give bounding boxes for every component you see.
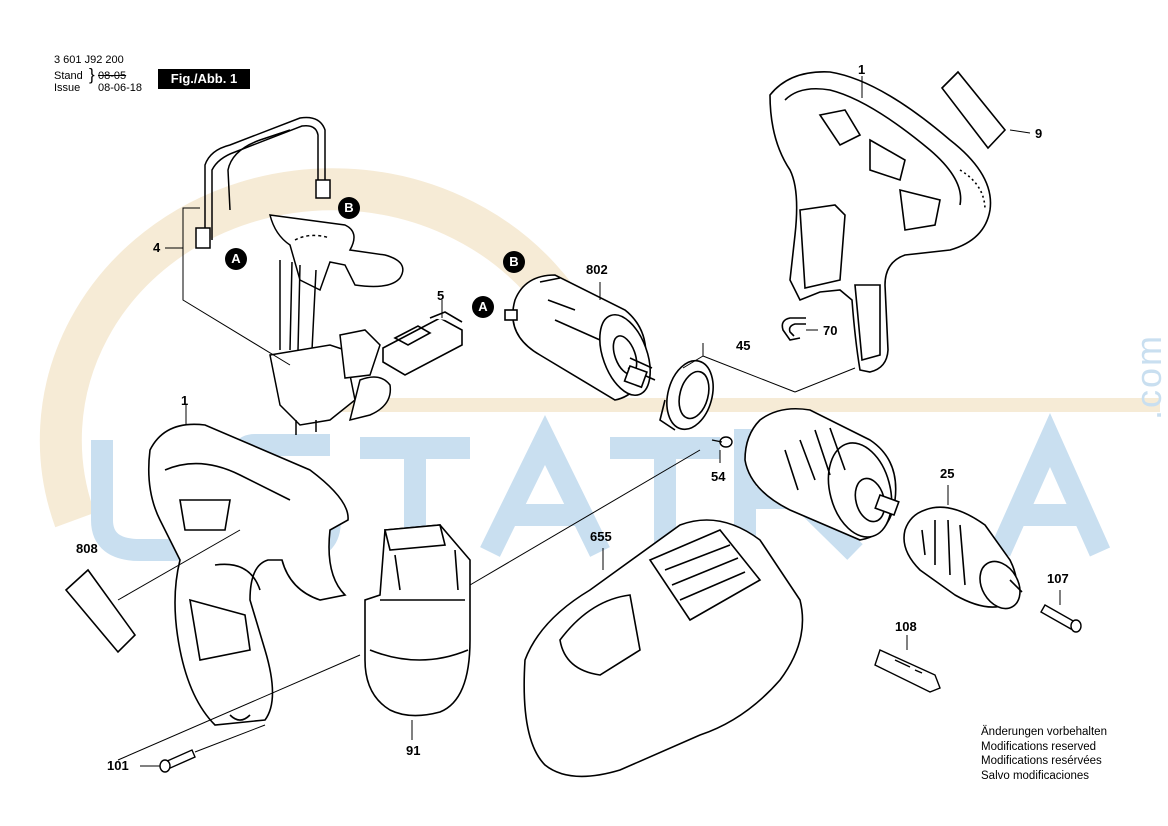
callout-107: 107 bbox=[1047, 571, 1069, 586]
note-german: Änderungen vorbehalten bbox=[981, 726, 1107, 738]
figure-label: Fig./Abb. 1 bbox=[158, 69, 250, 89]
callout-45-bracket bbox=[682, 343, 856, 393]
part-number: 3 601 J92 200 bbox=[54, 54, 124, 66]
note-french: Modifications resérvées bbox=[981, 755, 1102, 767]
stand-label: Stand bbox=[54, 70, 83, 82]
label-strip-9 bbox=[940, 70, 1007, 150]
callout-54: 54 bbox=[711, 469, 726, 484]
brace-glyph: } bbox=[89, 65, 95, 84]
watermark-suffix: .com bbox=[1128, 333, 1168, 420]
callout-70: 70 bbox=[823, 323, 838, 338]
switch-wiring-assembly bbox=[195, 116, 404, 435]
stand-date: 08-05 bbox=[98, 70, 127, 82]
connector-marker-a-motor: A bbox=[472, 296, 494, 318]
callout-808: 808 bbox=[76, 541, 98, 556]
housing-half-right bbox=[769, 71, 992, 373]
note-spanish: Salvo modificaciones bbox=[981, 769, 1090, 782]
callout-91: 91 bbox=[406, 743, 421, 758]
connector-marker-b-wiring: B bbox=[338, 197, 360, 219]
direction-switch-5 bbox=[382, 311, 463, 376]
battery-pack-91 bbox=[364, 524, 471, 717]
screw-101 bbox=[159, 749, 196, 773]
callout-45: 45 bbox=[736, 338, 751, 353]
callout-1-housing-right: 1 bbox=[858, 62, 866, 77]
gear-flange-45 bbox=[659, 359, 714, 431]
housing-half-left bbox=[147, 423, 349, 726]
callout-4-bracket bbox=[165, 207, 291, 366]
callout-655: 655 bbox=[590, 529, 612, 544]
spring-clip-70 bbox=[781, 317, 806, 341]
callout-108: 108 bbox=[895, 619, 917, 634]
screw-54 bbox=[711, 436, 733, 448]
motor-802 bbox=[504, 274, 656, 401]
chuck-25 bbox=[903, 506, 1023, 610]
screwdriver-bit-108 bbox=[874, 649, 941, 693]
issue-label: Issue bbox=[54, 82, 81, 94]
callout-802: 802 bbox=[586, 262, 608, 277]
connector-marker-b-motor: B bbox=[503, 251, 525, 273]
gearbox-45 bbox=[744, 407, 900, 541]
leader-lines bbox=[117, 76, 1061, 767]
label-strip-808 bbox=[64, 568, 137, 654]
callout-5: 5 bbox=[437, 288, 445, 303]
screw-107 bbox=[1040, 604, 1082, 633]
charger-655 bbox=[523, 519, 804, 778]
issue-date: 08-06-18 bbox=[98, 82, 143, 94]
callout-9: 9 bbox=[1035, 126, 1043, 141]
callout-101: 101 bbox=[107, 758, 129, 773]
connector-marker-a-wiring: A bbox=[225, 248, 247, 270]
callout-4: 4 bbox=[153, 240, 161, 255]
modification-notes: Änderungen vorbehalten Modifications res… bbox=[981, 725, 1107, 783]
callout-1-housing-left: 1 bbox=[181, 393, 189, 408]
note-english: Modifications reserved bbox=[981, 740, 1097, 753]
callout-25: 25 bbox=[940, 466, 955, 481]
